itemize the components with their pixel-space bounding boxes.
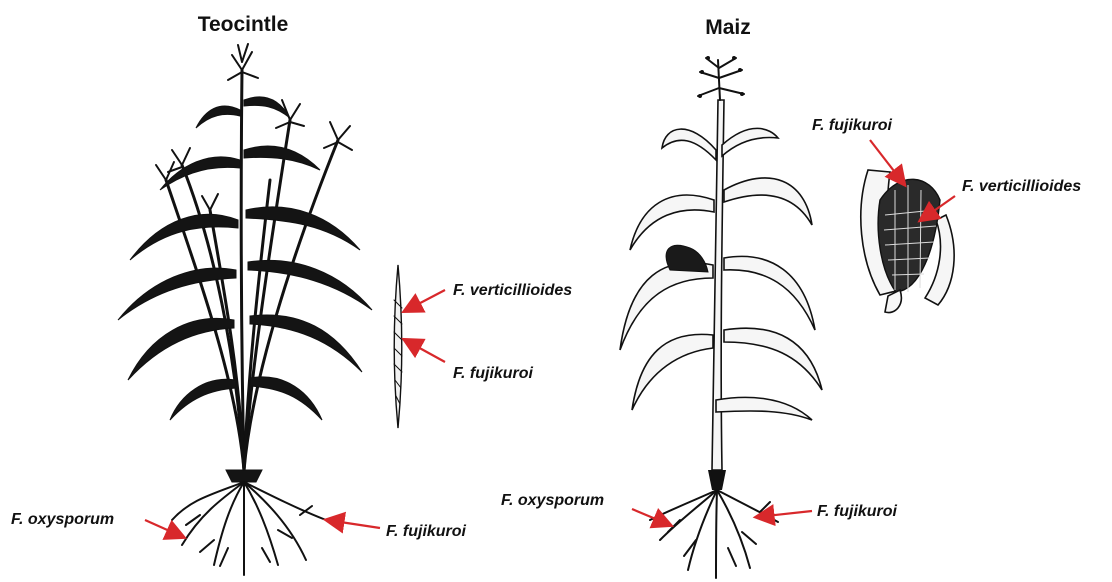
maiz-plant-illustration bbox=[620, 56, 822, 578]
arrow-teo-root-fujikuroi bbox=[327, 520, 380, 528]
arrow-teo-ear-fujikuroi bbox=[405, 340, 445, 362]
label-maiz-root-fujikuroi: F. fujikuroi bbox=[817, 503, 898, 520]
teocintle-title: Teocintle bbox=[198, 13, 289, 36]
label-teo-ear-fujikuroi: F. fujikuroi bbox=[453, 365, 534, 382]
arrow-teo-ear-verticillioides bbox=[405, 290, 445, 311]
maiz-cob-illustration bbox=[861, 170, 954, 313]
label-teo-root-oxysporum: F. oxysporum bbox=[11, 511, 114, 528]
arrow-maiz-root-oxysporum bbox=[632, 509, 670, 525]
label-teo-root-fujikuroi: F. fujikuroi bbox=[386, 523, 467, 540]
label-teo-ear-verticillioides: F. verticillioides bbox=[453, 282, 572, 299]
teocintle-ear-illustration bbox=[394, 265, 402, 428]
maiz-title: Maiz bbox=[705, 16, 751, 39]
teocintle-plant-illustration bbox=[118, 44, 372, 575]
label-maiz-root-oxysporum: F. oxysporum bbox=[501, 492, 604, 509]
label-maiz-ear-verticillioides: F. verticillioides bbox=[962, 178, 1081, 195]
label-maiz-ear-fujikuroi: F. fujikuroi bbox=[812, 117, 893, 134]
arrow-teo-root-oxysporum bbox=[145, 520, 183, 537]
